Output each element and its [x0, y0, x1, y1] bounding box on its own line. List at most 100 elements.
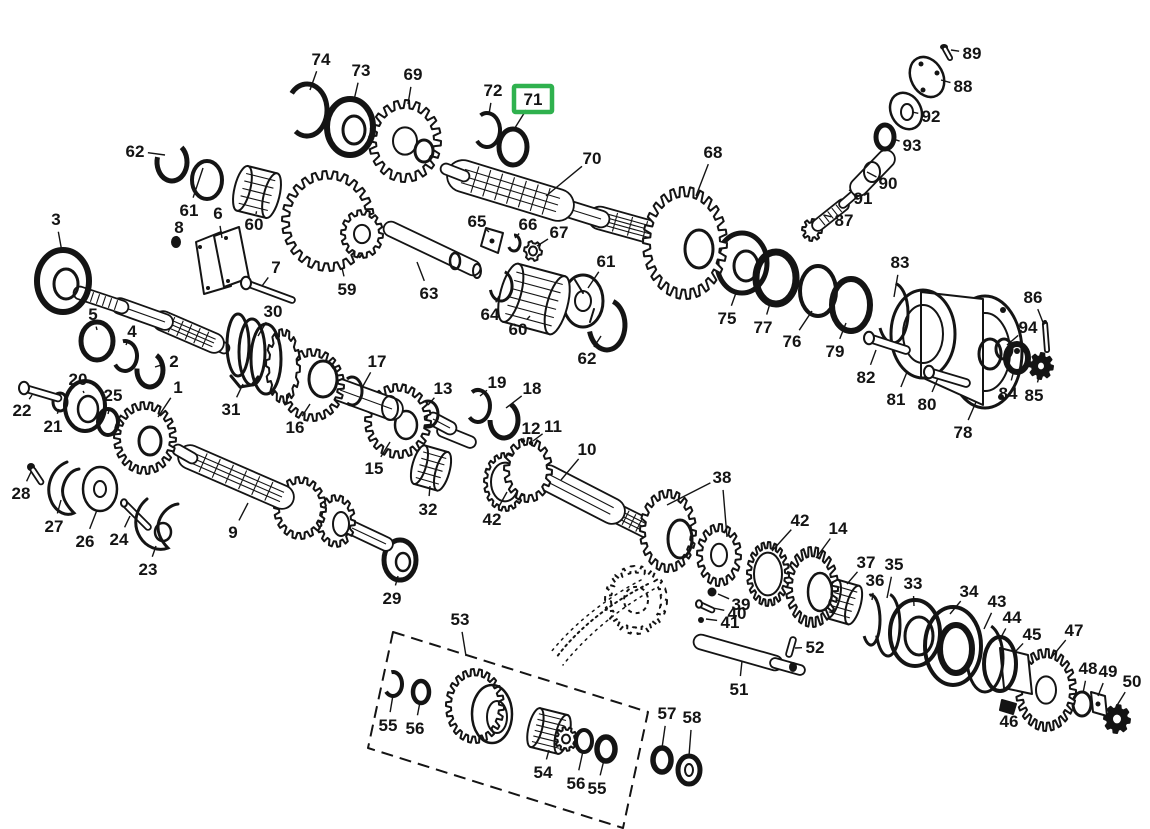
part-shape [448, 251, 462, 271]
snap-55a [384, 670, 404, 698]
part-shape [903, 615, 935, 657]
washer-76 [798, 264, 838, 318]
part-shape [244, 180, 274, 189]
part-label-47: 47 [1065, 621, 1084, 640]
part-label-16: 16 [286, 418, 305, 437]
part-shape [31, 468, 43, 484]
clip-31 [229, 374, 260, 389]
part-label-10: 10 [578, 440, 597, 459]
part-label-74: 74 [312, 50, 331, 69]
part-shape [505, 312, 552, 327]
part-label-86: 86 [1024, 288, 1043, 307]
part-shape [549, 474, 614, 509]
washer-2 [134, 353, 166, 390]
part-shape [413, 138, 435, 164]
part-label-56: 56 [406, 719, 425, 738]
leader-line [192, 167, 204, 198]
part-shape [137, 425, 163, 457]
highlight-box[interactable] [511, 83, 555, 115]
part-shape [353, 223, 371, 245]
part-shape [926, 369, 969, 386]
leader-line [427, 397, 435, 406]
leader-line [599, 759, 605, 776]
part-label-37: 37 [857, 553, 876, 572]
leader-line [839, 322, 847, 340]
snap-ring-74 [289, 81, 330, 139]
kit-box-53 [367, 631, 649, 829]
pins-11-12 [520, 438, 526, 444]
part-label-73: 73 [352, 61, 371, 80]
part-shape [482, 169, 492, 197]
leader-line [341, 267, 345, 277]
part-label-85: 85 [1025, 386, 1044, 405]
part-shape [918, 61, 924, 67]
part-shape [422, 451, 447, 460]
part-label-69: 69 [404, 65, 423, 84]
part-label-28: 28 [12, 484, 31, 503]
part-shape [1095, 701, 1101, 707]
leader-line [712, 607, 725, 612]
part-label-2: 2 [169, 352, 178, 371]
part-shape [831, 207, 838, 216]
clip-66 [507, 233, 522, 253]
part-label-43: 43 [988, 592, 1007, 611]
part-shape [546, 480, 611, 515]
part-label-62: 62 [578, 349, 597, 368]
part-label-89: 89 [963, 44, 982, 63]
part-shape [541, 188, 551, 215]
leader-line [688, 729, 692, 757]
part-shape [1111, 712, 1123, 726]
part-label-55: 55 [379, 716, 398, 735]
part-label-7: 7 [271, 258, 280, 277]
part-shape [517, 180, 527, 208]
part-shape [1014, 348, 1020, 354]
part-shape [415, 476, 440, 485]
part-shape [341, 114, 367, 146]
washer-21 [51, 391, 69, 413]
part-label-38: 38 [713, 468, 732, 487]
leader-line [532, 433, 544, 442]
leader-line [175, 235, 178, 240]
part-shape [561, 733, 571, 745]
part-shape [863, 161, 881, 183]
snap-ring-72 [475, 111, 502, 149]
part-shape [851, 151, 894, 195]
part-shape [211, 458, 221, 478]
part-shape [574, 279, 595, 323]
seal-58 [675, 753, 703, 787]
part-shape [173, 445, 197, 463]
part-shape [514, 279, 561, 294]
part-label-50: 50 [1123, 672, 1142, 691]
washer-71 [496, 126, 530, 168]
leader-line [95, 326, 98, 331]
washer-41 [698, 617, 704, 623]
part-shape [240, 275, 252, 291]
leader-line [407, 86, 412, 105]
part-shape [695, 599, 703, 609]
part-shape [394, 551, 412, 573]
part-shape [538, 713, 567, 722]
part-shape [226, 279, 230, 283]
part-label-42: 42 [791, 511, 810, 530]
leader-line [545, 165, 583, 197]
leader-line [1082, 680, 1087, 694]
leader-line [219, 225, 223, 239]
part-label-5: 5 [88, 305, 97, 324]
swoosh [555, 583, 649, 659]
part-shape [76, 394, 100, 424]
leader-line [107, 407, 111, 415]
part-label-4: 4 [127, 322, 137, 341]
part-label-81: 81 [887, 390, 906, 409]
leader-line [536, 238, 549, 247]
part-label-25: 25 [104, 386, 123, 405]
part-label-42: 42 [483, 510, 502, 529]
part-shape [251, 476, 261, 496]
drum-53 [445, 668, 505, 744]
bearing-32 [409, 444, 453, 492]
part-label-92: 92 [922, 107, 941, 126]
leader-line [125, 342, 128, 346]
part-label-67: 67 [550, 223, 569, 242]
leader-line [900, 371, 908, 388]
part-label-55: 55 [588, 779, 607, 798]
part-label-34: 34 [960, 582, 979, 601]
